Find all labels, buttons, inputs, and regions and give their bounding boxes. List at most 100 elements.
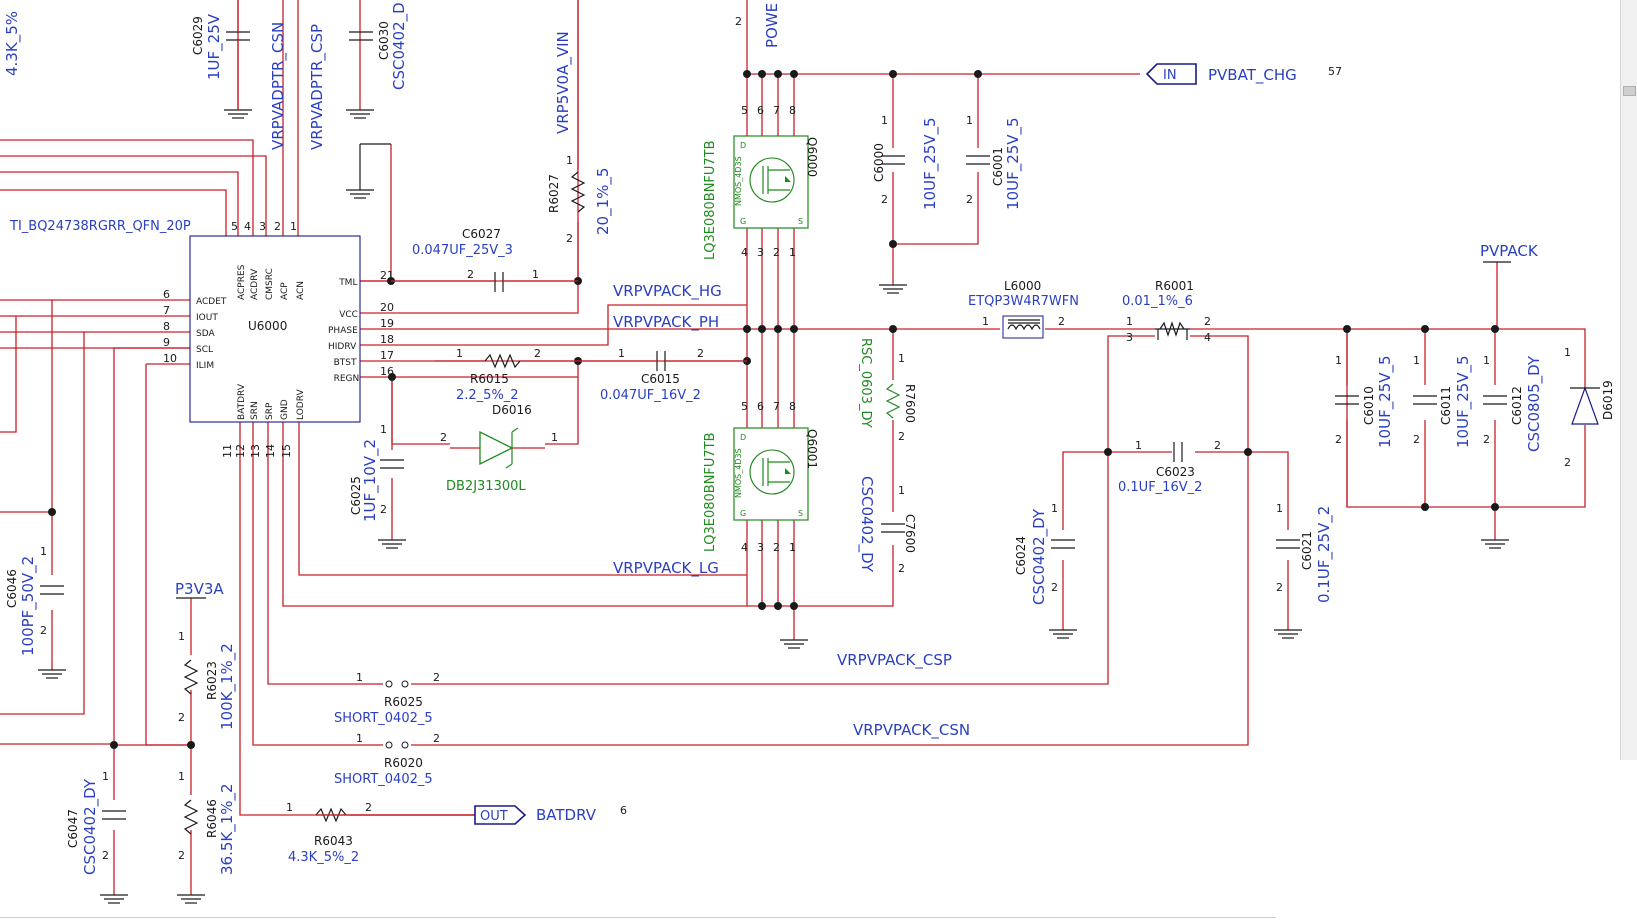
capacitor-c6012[interactable] bbox=[1483, 395, 1507, 405]
net-pvbat-chg-ref: 57 bbox=[1328, 65, 1342, 78]
capacitor-c6030[interactable] bbox=[349, 31, 373, 41]
short-r6025[interactable] bbox=[375, 680, 433, 688]
capacitor-c6025[interactable] bbox=[380, 459, 404, 469]
ref-c6001: C6001 bbox=[991, 147, 1005, 186]
ref-r6001: R6001 bbox=[1155, 279, 1194, 293]
capacitor-c6023[interactable] bbox=[1173, 442, 1183, 462]
pin-num-6: 6 bbox=[163, 288, 170, 301]
pin-name-regn: REGN bbox=[334, 374, 360, 384]
short-r6020[interactable] bbox=[375, 741, 433, 749]
svg-text:1: 1 bbox=[1564, 346, 1571, 359]
svg-text:2: 2 bbox=[178, 849, 185, 862]
capacitor-c6024[interactable] bbox=[1051, 539, 1075, 549]
ref-r6046: R6046 bbox=[205, 799, 219, 838]
resistor-r7600[interactable] bbox=[885, 383, 901, 419]
svg-text:1: 1 bbox=[356, 732, 363, 745]
svg-text:1: 1 bbox=[40, 545, 47, 558]
net-csn: VRPVPACK_CSN bbox=[853, 721, 970, 740]
capacitor-c7600[interactable] bbox=[881, 523, 905, 533]
vertical-scrollbar[interactable] bbox=[1620, 0, 1637, 760]
svg-text:1: 1 bbox=[456, 347, 463, 360]
q6000-g-label: G bbox=[740, 217, 746, 226]
resistor-r6015[interactable] bbox=[484, 353, 521, 369]
pin-num-4: 4 bbox=[244, 220, 251, 233]
svg-text:1: 1 bbox=[178, 770, 185, 783]
svg-text:2: 2 bbox=[1058, 315, 1065, 328]
val-l6000: ETQP3W4R7WFN bbox=[968, 294, 1079, 309]
diode-d6016[interactable] bbox=[450, 427, 545, 469]
val-c6021: 0.1UF_25V_2 bbox=[1315, 506, 1334, 603]
ref-c6024: C6024 bbox=[1014, 536, 1028, 575]
svg-text:1: 1 bbox=[286, 801, 293, 814]
val-d6016: DB2J31300L bbox=[446, 479, 526, 494]
chip-u6000[interactable]: TI_BQ24738RGRR_QFN_20P U6000 bbox=[9, 219, 361, 423]
clipped-value-label: 4.3K_5% bbox=[3, 11, 22, 76]
net-pvbat-chg: PVBAT_CHG bbox=[1208, 66, 1297, 85]
pin-num-14: 14 bbox=[264, 444, 277, 458]
svg-text:2: 2 bbox=[380, 503, 387, 516]
pin-name-scl: SCL bbox=[196, 345, 213, 355]
capacitor-c6027[interactable] bbox=[494, 272, 504, 292]
bottom-border bbox=[0, 917, 1276, 918]
ref-c6029: C6029 bbox=[191, 16, 205, 55]
resistor-r6027[interactable] bbox=[570, 171, 586, 213]
svg-text:2: 2 bbox=[40, 624, 47, 637]
inductor-l6000[interactable] bbox=[1002, 315, 1044, 339]
capacitor-c6011[interactable] bbox=[1413, 395, 1437, 405]
svg-text:5: 5 bbox=[741, 104, 748, 117]
val-r7600: RSC_0603_DY bbox=[858, 338, 873, 428]
net-power: POWE bbox=[763, 3, 781, 48]
svg-text:4: 4 bbox=[741, 246, 748, 259]
diode-d6019[interactable] bbox=[1570, 386, 1600, 425]
val-c6030: CSC0402_D bbox=[390, 2, 409, 90]
val-c6029: 1UF_25V bbox=[205, 13, 224, 80]
svg-text:2: 2 bbox=[534, 347, 541, 360]
svg-text:1: 1 bbox=[1051, 502, 1058, 515]
mosfet-q6001[interactable]: D G S bbox=[733, 427, 809, 521]
pin-name-gnd: GND bbox=[280, 399, 290, 420]
pin-name-acdrv: ACDRV bbox=[250, 268, 260, 300]
val-c6010: 10UF_25V_5 bbox=[1376, 355, 1395, 448]
pin-num-21: 21 bbox=[380, 269, 394, 282]
resistor-r6023[interactable] bbox=[183, 659, 199, 695]
resistor-r6001[interactable] bbox=[1155, 321, 1190, 340]
svg-text:3: 3 bbox=[1126, 331, 1133, 344]
svg-text:2: 2 bbox=[966, 193, 973, 206]
capacitor-c6010[interactable] bbox=[1335, 395, 1359, 405]
svg-text:1: 1 bbox=[532, 268, 539, 281]
capacitor-c6046[interactable] bbox=[40, 585, 64, 595]
chip-pins: ACPRES5ACDRV4CMSRC3ACP2ACN1ACDET6IOUT7SD… bbox=[163, 220, 394, 458]
svg-text:3: 3 bbox=[757, 541, 764, 554]
ground-icon bbox=[1274, 629, 1302, 639]
val-c6024: CSC0402_DY bbox=[1030, 508, 1049, 605]
q6001-s-label: S bbox=[798, 509, 803, 518]
val-c6046: 100PF_50V_2 bbox=[19, 556, 38, 656]
q6000-s-label: S bbox=[798, 217, 803, 226]
capacitor-c6021[interactable] bbox=[1276, 539, 1300, 549]
svg-text:2: 2 bbox=[735, 15, 742, 28]
ground-icon bbox=[346, 109, 374, 119]
svg-text:5: 5 bbox=[741, 400, 748, 413]
port-pvbat-chg-in[interactable]: IN bbox=[1145, 63, 1197, 85]
port-batdrv-out[interactable]: OUT bbox=[474, 805, 527, 825]
pin-num-5: 5 bbox=[231, 220, 238, 233]
ref-c6030: C6030 bbox=[377, 21, 391, 60]
scrollbar-thumb[interactable] bbox=[1623, 86, 1636, 96]
svg-text:1: 1 bbox=[898, 484, 905, 497]
capacitor-c6047[interactable] bbox=[102, 810, 126, 820]
pin-name-iout: IOUT bbox=[196, 313, 218, 323]
net-hg: VRPVPACK_HG bbox=[613, 282, 722, 301]
pin-num-3: 3 bbox=[259, 220, 266, 233]
port-in-label: IN bbox=[1163, 68, 1177, 83]
svg-text:2: 2 bbox=[898, 562, 905, 575]
ref-q6001: Q6001 bbox=[805, 429, 819, 469]
capacitor-c6029[interactable] bbox=[226, 0, 250, 110]
mosfet-q6000[interactable]: D G S bbox=[733, 135, 809, 229]
net-lg: VRPVPACK_LG bbox=[613, 559, 719, 578]
pin-num-18: 18 bbox=[380, 333, 394, 346]
svg-text:1: 1 bbox=[789, 541, 796, 554]
capacitor-c6001[interactable] bbox=[966, 155, 990, 165]
resistor-r6043[interactable] bbox=[315, 807, 347, 823]
resistor-r6046[interactable] bbox=[183, 799, 199, 835]
capacitor-c6000[interactable] bbox=[881, 155, 905, 165]
